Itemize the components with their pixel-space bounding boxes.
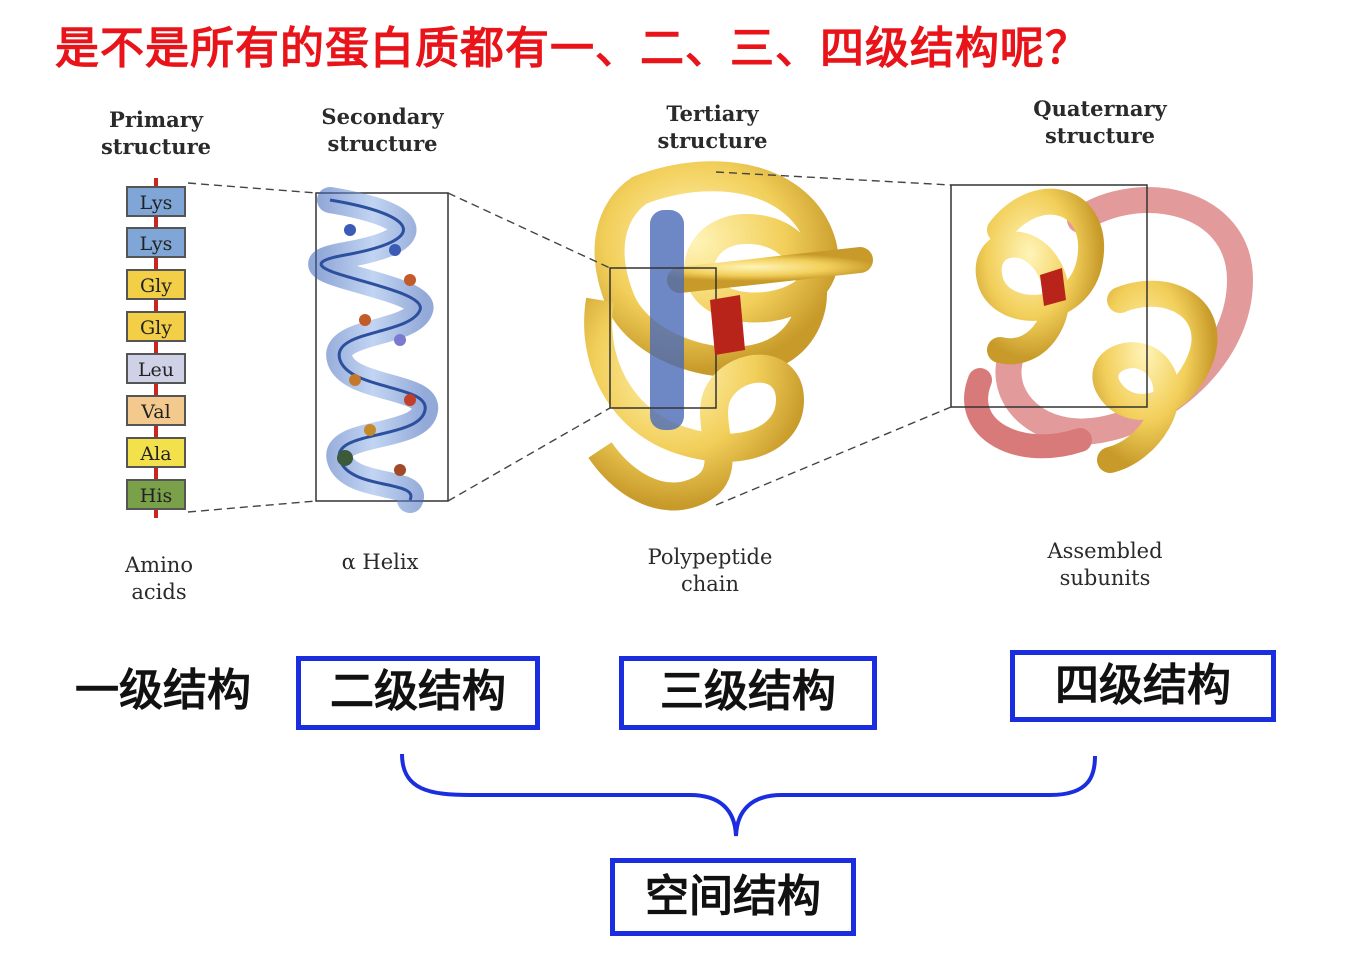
connector-lines-1 [187,182,317,513]
amino-acid-box: His [126,479,186,510]
page-title: 是不是所有的蛋白质都有一、二、三、四级结构呢？ [55,23,1090,74]
tertiary-level-box: 三级结构 [619,656,877,730]
amino-acid-box: Val [126,395,186,426]
amino-acid-box: Ala [126,437,186,468]
primary-level-label: 一级结构 [75,665,251,716]
amino-acid-box: Gly [126,311,186,342]
assembled-subunits-caption: Assembled subunits [1047,539,1163,590]
quaternary-structure-heading: Quaternary structure [1033,96,1167,148]
alpha-helix-image [308,187,449,513]
tertiary-structure-heading: Tertiary structure [657,101,768,153]
spatial-structure-box: 空间结构 [610,858,856,936]
amino-acids-caption: Amino acids [125,553,193,604]
alpha-helix-caption: α Helix [341,550,419,574]
connector-lines-2 [447,192,611,502]
amino-acid-box: Leu [126,353,186,384]
primary-structure-heading: Primary structure [100,107,212,159]
quaternary-level-box: 四级结构 [1010,650,1276,722]
amino-acid-box: Lys [126,227,186,258]
curly-brace [400,753,1097,837]
amino-acid-box: Gly [126,269,186,300]
secondary-level-box: 二级结构 [296,656,540,730]
polypeptide-chain-caption: Polypeptide chain [647,545,773,596]
quaternary-structure-image [950,184,1254,473]
tertiary-structure-image [584,161,873,511]
amino-acid-box: Lys [126,186,186,217]
secondary-structure-heading: Secondary structure [321,104,444,156]
connector-lines-3 [715,171,952,506]
